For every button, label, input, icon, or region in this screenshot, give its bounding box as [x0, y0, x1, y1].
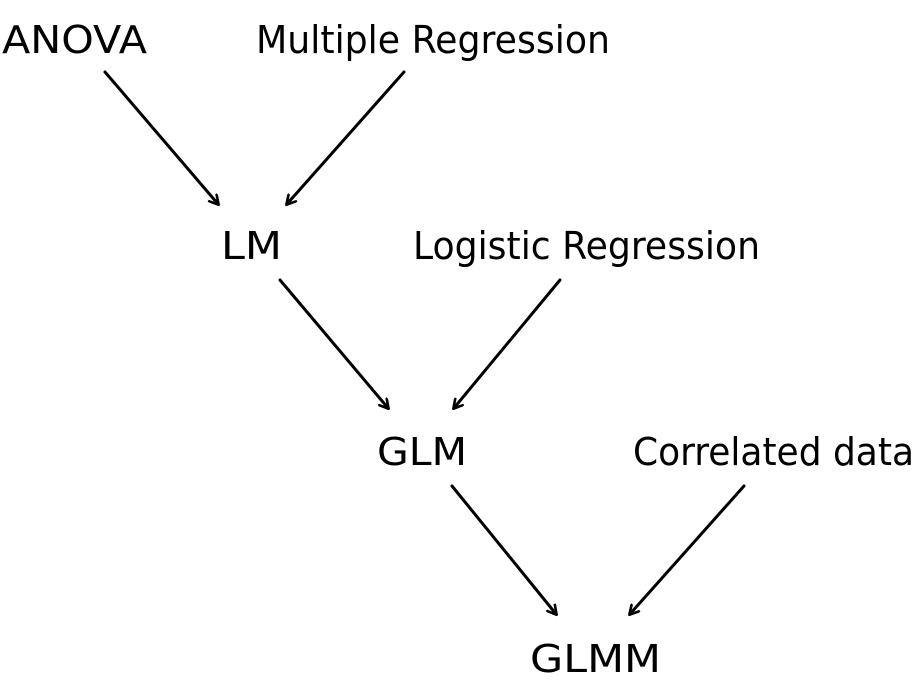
- node-glm: GLM: [377, 430, 467, 474]
- arrow-glm-to-glmm: [450, 484, 556, 614]
- node-glmm: GLMM: [530, 637, 661, 681]
- arrow-anova-to-lm: [103, 70, 218, 204]
- node-anova: ANOVA: [2, 18, 147, 62]
- arrow-logistic-regression-to-glm: [454, 278, 562, 408]
- node-multiple-regression: Multiple Regression: [256, 18, 610, 62]
- arrow-lm-to-glm: [278, 278, 388, 408]
- node-logistic-regression: Logistic Regression: [413, 224, 760, 268]
- node-correlated-data: Correlated data: [633, 430, 914, 474]
- arrow-multiple-regression-to-lm: [287, 70, 406, 204]
- arrow-correlated-data-to-glmm: [630, 484, 746, 614]
- node-lm: LM: [221, 224, 282, 268]
